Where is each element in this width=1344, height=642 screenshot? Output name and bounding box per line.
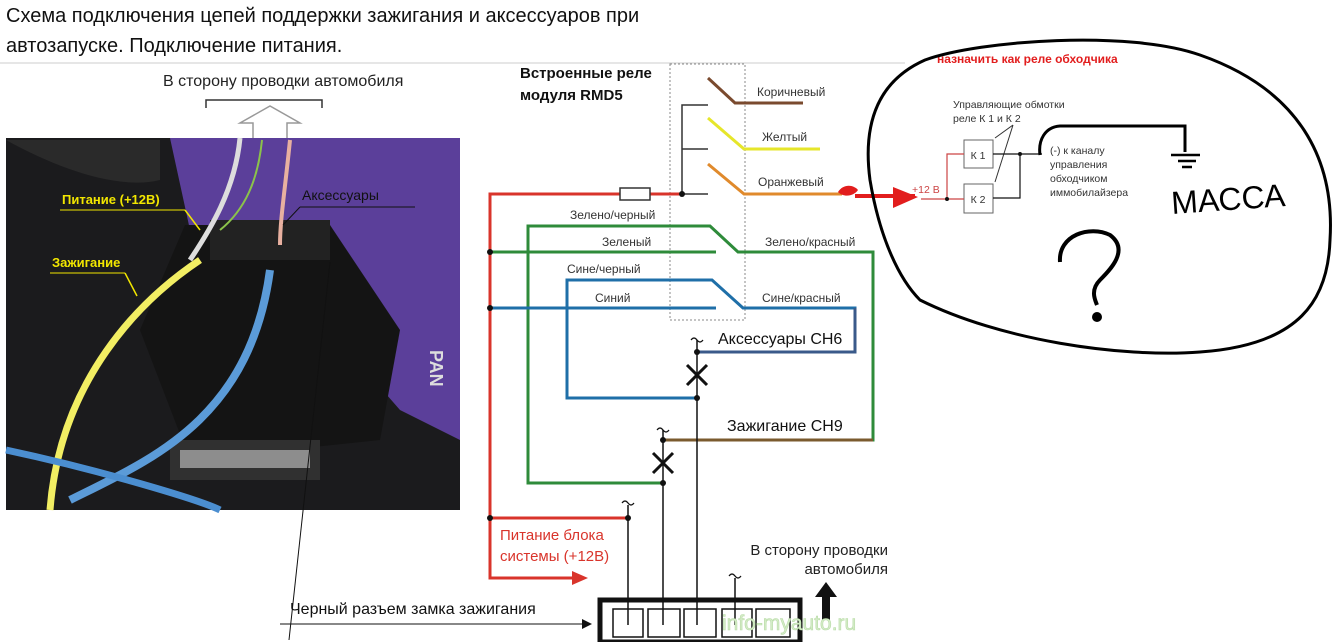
relay-diagram: Встроенные реле модуля RMD5 Коричневый Ж… <box>487 63 888 642</box>
channel-line2: управления <box>1050 159 1107 171</box>
channel-line3: обходчиком <box>1050 173 1107 185</box>
question-text: ? <box>0 0 1 1</box>
label-ignition-ch9: Зажигание CH9 <box>727 418 843 435</box>
label-ignition: Зажигание <box>52 255 120 270</box>
bracket <box>205 99 323 108</box>
channel-line1: (-) к каналу <box>1050 145 1105 157</box>
label-blue: Синий <box>595 291 630 305</box>
title-line-1: Схема подключения цепей поддержки зажига… <box>6 5 639 27</box>
wire-orange <box>707 162 842 196</box>
photo-image: PAN <box>5 137 460 514</box>
coils-line2: реле К 1 и К 2 <box>953 113 1021 125</box>
label-power: Питание (+12В) <box>62 192 160 207</box>
svg-text:PAN: PAN <box>426 350 446 387</box>
red-hand-arrow-icon <box>893 187 918 208</box>
channel-line4: иммобилайзера <box>1050 187 1128 199</box>
k2-label: К 2 <box>971 194 986 206</box>
photo-section: В сторону проводки автомобиля PAN Питани… <box>5 73 592 641</box>
label-brown: Коричневый <box>757 85 825 99</box>
relay-box <box>669 63 746 321</box>
label-orange: Оранжевый <box>758 175 824 189</box>
watermark: info-myauto.ru <box>722 612 856 635</box>
fuse-icon <box>619 187 651 201</box>
label-to-car-2: автомобиля <box>804 561 888 578</box>
label-to-car-1: В сторону проводки <box>750 542 888 559</box>
k1-label: К 1 <box>971 150 986 162</box>
title-line-2: автозапуске. Подключение питания. <box>6 35 342 57</box>
wire-yellow <box>707 116 820 151</box>
wire-end-tilde-icon <box>621 337 742 579</box>
label-blue-red: Сине/красный <box>762 291 841 305</box>
connector-caption: Черный разъем замка зажигания <box>290 601 536 618</box>
red-arrow-icon <box>572 571 588 585</box>
label-green: Зеленый <box>602 235 651 249</box>
relay-title-1: Встроенные реле <box>520 65 652 82</box>
wire-red-power <box>488 192 682 580</box>
label-blue-black: Сине/черный <box>567 262 641 276</box>
question-mark-icon <box>1057 229 1121 306</box>
label-power-line1: Питание блока <box>500 527 604 544</box>
label-yellow: Желтый <box>762 130 807 144</box>
black-up-arrow-icon <box>815 582 837 620</box>
cut-x-icon <box>685 363 709 387</box>
ignition-connector <box>597 597 803 642</box>
annotation: назначить как реле обходчика Управляющие… <box>0 0 1332 355</box>
ground-icon <box>1171 153 1200 169</box>
wire-brown <box>706 76 803 105</box>
label-accessories-ch6: Аксессуары CH6 <box>718 331 842 348</box>
photo-top-caption: В сторону проводки автомобиля <box>163 73 403 90</box>
label-power-line2: системы (+12В) <box>500 548 609 565</box>
plus12-label: +12 В <box>912 184 940 196</box>
wire-green-black <box>526 224 875 485</box>
cut-x-icon <box>651 451 675 475</box>
coils-line1: Управляющие обмотки <box>953 99 1065 111</box>
label-accessories: Аксессуары <box>302 187 379 203</box>
red-note: назначить как реле обходчика <box>937 52 1118 66</box>
label-green-red: Зелено/красный <box>765 235 855 249</box>
hollow-up-arrow-icon <box>237 105 303 138</box>
relay-title-2: модуля RMD5 <box>520 87 623 104</box>
hand-drawn-loop <box>866 38 1332 355</box>
label-green-black: Зелено/черный <box>570 208 655 222</box>
ground-text: МАССА <box>1170 177 1287 221</box>
pointer-line <box>288 261 331 641</box>
